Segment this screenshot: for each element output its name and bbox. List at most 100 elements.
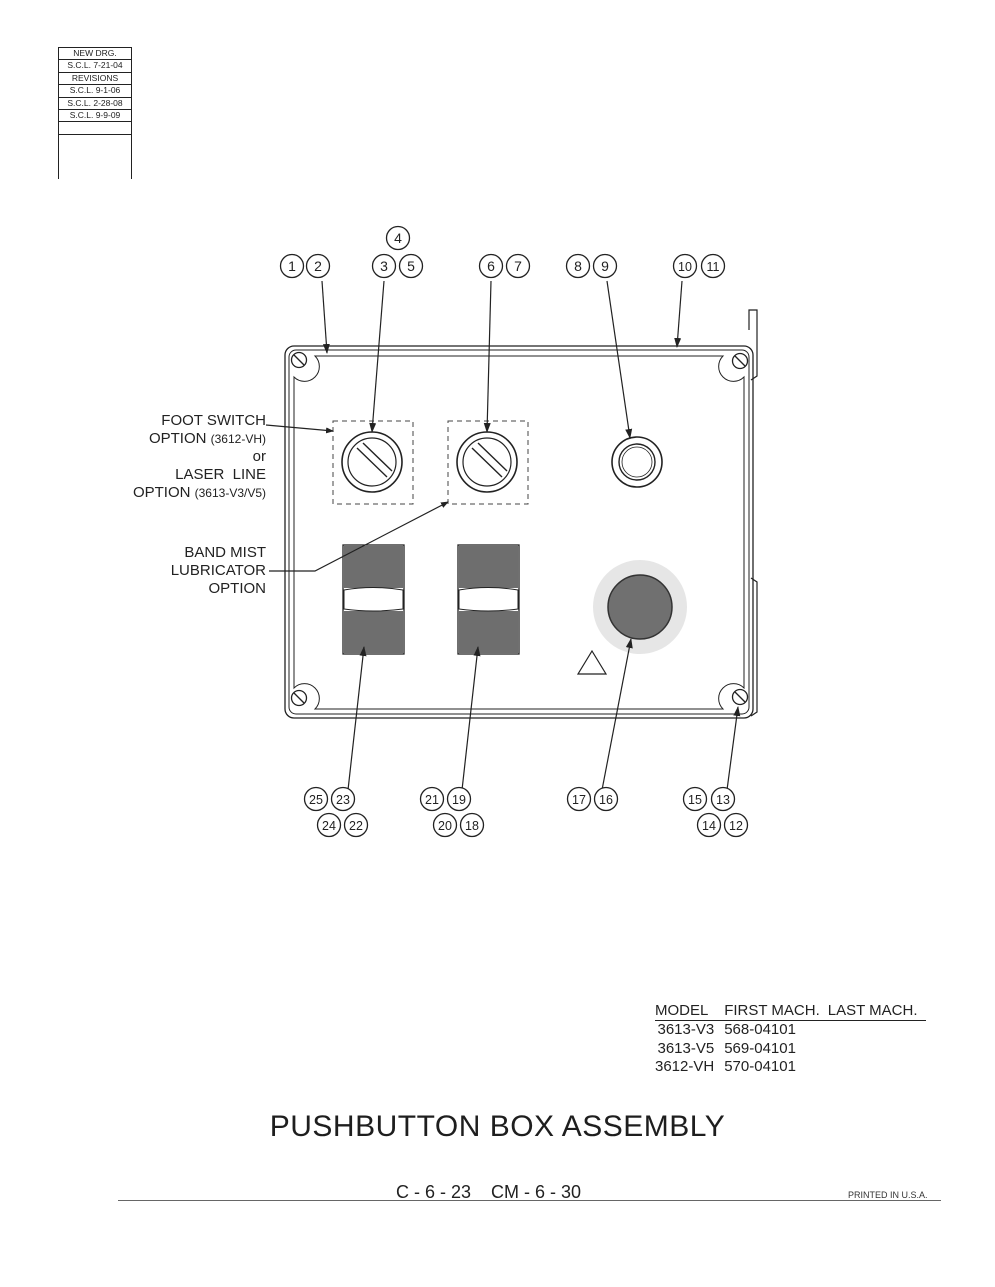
callout-balloon bbox=[459, 812, 485, 838]
callout-number: 5 bbox=[407, 258, 415, 274]
box-gasket bbox=[293, 355, 745, 710]
laser-line-label: LASER LINE bbox=[175, 466, 266, 483]
screw-icon bbox=[731, 352, 749, 370]
footer-divider bbox=[118, 1200, 941, 1201]
callout-balloon bbox=[710, 786, 736, 812]
printed-in-usa: PRINTED IN U.S.A. bbox=[848, 1190, 928, 1200]
last-mach-cell bbox=[828, 1058, 926, 1077]
callout-balloon bbox=[432, 812, 458, 838]
band-mist-label: BAND MIST bbox=[184, 544, 266, 561]
callout-balloon bbox=[371, 253, 397, 279]
callout-number: 3 bbox=[380, 258, 388, 274]
selector-switch-icon bbox=[456, 431, 518, 493]
band-mist-lubricator-label: BAND MIST LUBRICATOR OPTION bbox=[100, 544, 266, 598]
column-header: MODEL bbox=[655, 1002, 725, 1021]
callout-balloon bbox=[696, 812, 722, 838]
selector-switch-icon bbox=[341, 431, 403, 493]
model-v3v5-text: (3613-V3/V5) bbox=[194, 486, 266, 500]
callout-number: 24 bbox=[322, 819, 336, 833]
option-vh-label: OPTION (3612-VH) bbox=[100, 430, 266, 448]
callout-balloon bbox=[303, 786, 329, 812]
callout-balloon bbox=[592, 253, 618, 279]
callout-balloon bbox=[478, 253, 504, 279]
revision-row: S.C.L. 2-28-08 bbox=[59, 96, 131, 109]
callout-balloon bbox=[419, 786, 445, 812]
callout-number: 7 bbox=[514, 258, 522, 274]
callout-number: 17 bbox=[572, 793, 586, 807]
callout-number: 4 bbox=[394, 230, 402, 246]
stop-pushbutton-icon bbox=[593, 560, 687, 654]
option-text: OPTION bbox=[148, 430, 211, 447]
revision-row bbox=[59, 121, 131, 136]
warning-triangle-icon bbox=[576, 649, 608, 675]
callout-balloon bbox=[385, 225, 411, 251]
hinge-bracket bbox=[748, 309, 758, 381]
callout-balloon bbox=[672, 253, 698, 279]
leader-line bbox=[265, 424, 334, 434]
callout-balloon bbox=[566, 786, 592, 812]
callout-balloon bbox=[279, 253, 305, 279]
column-header: LAST MACH. bbox=[827, 1002, 926, 1021]
rocker-switch-icon bbox=[342, 544, 405, 655]
laser-line-option-frame bbox=[447, 420, 529, 505]
callout-number: 9 bbox=[601, 258, 609, 274]
leader-line bbox=[347, 646, 367, 791]
callout-number: 13 bbox=[716, 793, 730, 807]
callout-balloons bbox=[279, 225, 749, 838]
leader-line bbox=[461, 646, 481, 791]
callout-number: 20 bbox=[438, 819, 452, 833]
callout-number: 22 bbox=[349, 819, 363, 833]
foot-switch-laser-label: FOOT SWITCH OPTION (3612-VH) or LASER LI… bbox=[100, 412, 266, 502]
model-cell: 3613-V5 bbox=[657, 1039, 715, 1057]
callout-number: 23 bbox=[336, 793, 350, 807]
table-row: 3613-V5 569-04101 bbox=[655, 1040, 926, 1059]
last-mach-cell bbox=[828, 1040, 926, 1059]
hinge-bracket-lower bbox=[750, 577, 758, 717]
leader-line bbox=[483, 280, 492, 433]
table-row: 3612-VH 570-04101 bbox=[655, 1058, 926, 1077]
box-inner bbox=[288, 349, 750, 715]
revision-row: S.C.L. 7-21-04 bbox=[59, 59, 131, 71]
pilot-light-icon bbox=[611, 436, 663, 488]
foot-switch-label: FOOT SWITCH bbox=[161, 412, 266, 429]
callout-number: 11 bbox=[707, 260, 720, 274]
callout-number: 1 bbox=[288, 258, 296, 274]
callout-number: 21 bbox=[425, 793, 439, 807]
last-mach-cell bbox=[828, 1021, 926, 1040]
callout-number: 10 bbox=[678, 260, 692, 274]
revision-row: S.C.L. 9-9-09 bbox=[59, 108, 131, 121]
revision-row: NEW DRG. bbox=[59, 47, 131, 59]
callout-balloon bbox=[305, 253, 331, 279]
callout-balloon bbox=[505, 253, 531, 279]
leader-line bbox=[606, 280, 633, 439]
column-header: FIRST MACH. bbox=[724, 1002, 828, 1021]
option-label: OPTION bbox=[208, 580, 266, 597]
first-mach-cell: 569-04101 bbox=[724, 1039, 796, 1057]
leader-line bbox=[726, 706, 741, 791]
leader-line bbox=[321, 280, 330, 354]
callout-number: 8 bbox=[574, 258, 582, 274]
callout-number: 15 bbox=[688, 793, 702, 807]
callout-balloon bbox=[682, 786, 708, 812]
option-text: OPTION bbox=[132, 484, 195, 501]
table-header-row: MODEL FIRST MACH. LAST MACH. bbox=[655, 1002, 926, 1021]
callout-balloon bbox=[446, 786, 472, 812]
callout-number: 18 bbox=[465, 819, 479, 833]
lubricator-label: LUBRICATOR bbox=[170, 562, 266, 579]
box-outer bbox=[284, 345, 754, 719]
callout-balloon bbox=[316, 812, 342, 838]
leader-line bbox=[269, 501, 449, 572]
rocker-switch-icon bbox=[457, 544, 520, 655]
callout-balloon bbox=[330, 786, 356, 812]
screw-icon bbox=[290, 689, 308, 707]
callout-number: 16 bbox=[599, 793, 613, 807]
callout-balloon bbox=[700, 253, 726, 279]
first-mach-cell: 570-04101 bbox=[724, 1058, 796, 1075]
callout-balloon bbox=[565, 253, 591, 279]
callout-number: 14 bbox=[702, 819, 716, 833]
revision-row: S.C.L. 9-1-06 bbox=[59, 84, 131, 96]
revision-row: REVISIONS bbox=[59, 71, 131, 84]
first-mach-cell: 568-04101 bbox=[724, 1021, 796, 1038]
leader-line bbox=[369, 280, 385, 433]
